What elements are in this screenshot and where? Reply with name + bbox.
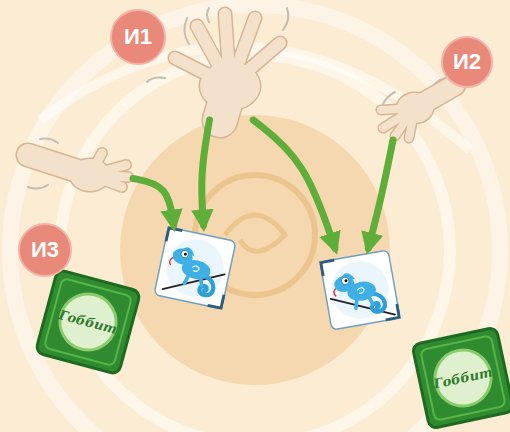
card-logo-text: Гоббит xyxy=(432,364,493,391)
deck-card-frame xyxy=(44,278,132,366)
player-badge: И1 xyxy=(105,8,295,120)
motion-line xyxy=(283,8,288,30)
chameleon-pupil xyxy=(184,252,187,255)
motion-line xyxy=(207,8,209,22)
player-hand xyxy=(147,8,288,120)
badge-circle xyxy=(19,224,71,276)
card-illustration xyxy=(318,248,401,331)
card-logo-text: Гоббит xyxy=(57,307,118,337)
motion-line xyxy=(147,78,165,83)
deck-card-back xyxy=(35,269,140,374)
move-arrow xyxy=(368,140,393,248)
move-arrow xyxy=(202,120,210,225)
deck-card xyxy=(35,269,140,374)
card-swirl xyxy=(327,257,394,324)
badge-circle xyxy=(442,37,492,87)
move-arrow xyxy=(253,120,335,248)
deck-card-emblem xyxy=(54,288,123,357)
card-face xyxy=(154,227,236,309)
player-label: И3 xyxy=(19,224,71,276)
chameleon-card xyxy=(320,250,400,330)
deck-card-emblem xyxy=(430,345,496,411)
player-badge: И3 xyxy=(18,135,133,280)
chameleon-eye xyxy=(180,250,189,259)
deck-card-back xyxy=(412,327,510,429)
deck-card xyxy=(412,327,510,429)
chameleon-card xyxy=(154,227,236,309)
card-corner xyxy=(166,228,182,244)
motion-line xyxy=(383,92,395,104)
card-swirl xyxy=(161,234,229,302)
chameleon-head xyxy=(171,247,194,267)
move-arrow xyxy=(133,179,174,226)
deck-card-frame xyxy=(420,335,505,420)
card-illustration xyxy=(152,225,237,310)
game-card xyxy=(152,225,237,310)
hand-palm xyxy=(200,62,260,110)
badge-circle xyxy=(111,10,165,64)
motion-line xyxy=(40,139,58,144)
player-label: И1 xyxy=(111,10,165,64)
chameleon-tongue xyxy=(333,288,337,296)
card-face xyxy=(320,250,400,330)
player-hand xyxy=(381,78,455,138)
chameleon-head xyxy=(333,274,356,293)
player-hand xyxy=(28,139,128,193)
chameleon-pattern xyxy=(192,265,200,272)
player-badge: И2 xyxy=(375,40,495,140)
chameleon-pattern xyxy=(357,287,365,294)
chameleon-pupil xyxy=(344,279,347,282)
chameleon-tongue xyxy=(169,257,173,265)
player-label: И2 xyxy=(442,37,492,87)
center-disc xyxy=(120,115,390,385)
motion-line xyxy=(28,185,48,189)
motion-line xyxy=(184,18,189,44)
chameleon-eye xyxy=(341,277,349,285)
hand-palm xyxy=(397,93,433,123)
background-swirl xyxy=(60,55,450,432)
card-corner xyxy=(321,260,337,276)
hand-palm xyxy=(70,159,110,191)
game-card xyxy=(318,248,401,331)
